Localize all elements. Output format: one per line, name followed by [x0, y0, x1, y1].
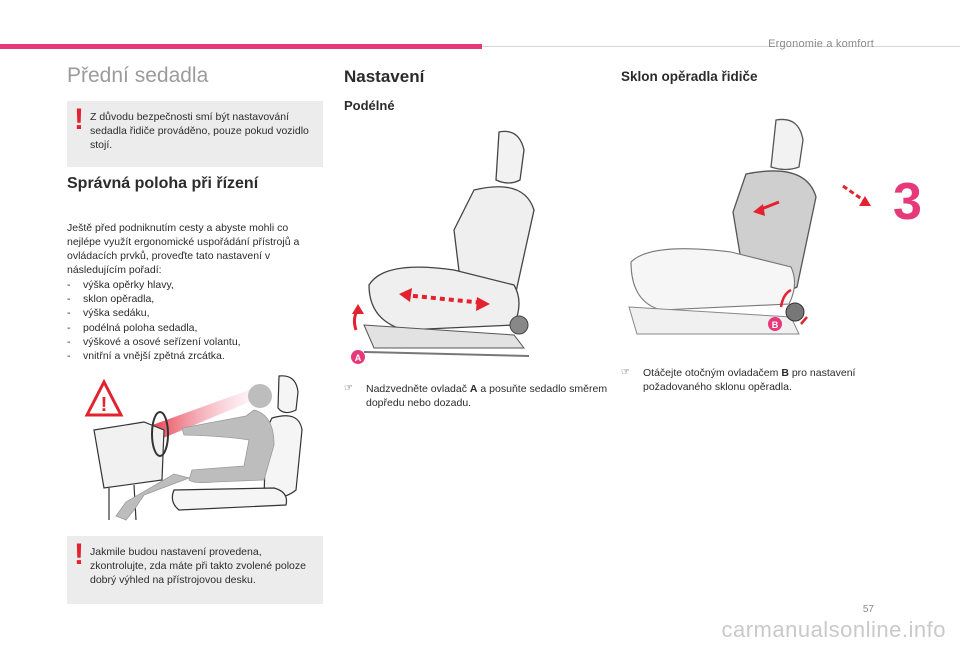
list-item: -výška opěrky hlavy,: [67, 279, 174, 291]
warning-icon: !: [74, 538, 84, 571]
page-title: Přední sedadla: [67, 64, 209, 87]
chapter-title: Ergonomie a komfort: [768, 38, 874, 50]
control-b-marker: [768, 317, 782, 331]
adjustment-order-list: -výška opěrky hlavy, -sklon opěradla, -v…: [67, 278, 322, 363]
warning-triangle-icon: [84, 378, 124, 417]
section-title-driving-position: Správná poloha při řízení: [67, 175, 259, 192]
section-title-adjustments: Nastavení: [344, 67, 425, 86]
list-item: -výška sedáku,: [67, 307, 150, 320]
pointer-icon: ☞: [621, 367, 630, 378]
seat-backrest-illustration: B: [628, 118, 871, 335]
warning-icon: !: [74, 103, 84, 136]
control-a-label: A: [355, 353, 362, 363]
backrest-instruction: ☞Otáčejte otočným ovladačem B pro nastav…: [621, 367, 856, 393]
longitudinal-instruction: ☞Nadzvedněte ovladač A a posuňte sedadlo…: [344, 383, 608, 409]
safety-warning-text: Z důvodu bezpečnosti smí být nastavování…: [90, 111, 309, 151]
header-accent-bar: [0, 44, 482, 49]
section-title-backrest-tilt: Sklon opěradla řidiče: [621, 69, 758, 84]
header-rule: [482, 46, 960, 47]
visibility-warning-text: Jakmile budou nastavení provedena, zkont…: [90, 546, 306, 586]
control-b-label: B: [772, 320, 779, 330]
subtitle-longitudinal: Podélné: [344, 98, 395, 113]
intro-paragraph: Ještě před podniknutím cesty a abyste mo…: [67, 222, 300, 276]
list-item: -podélná poloha sedadla,: [67, 321, 198, 334]
driving-position-illustration: !: [84, 375, 303, 521]
svg-text:!: !: [101, 394, 108, 416]
safety-warning-box: ! Z důvodu bezpečnosti smí být nastavová…: [67, 101, 323, 167]
page-number: 57: [862, 604, 874, 615]
list-item: -výškové a osové seřízení volantu,: [67, 335, 241, 348]
list-item: -sklon opěradla,: [67, 293, 155, 306]
seat-longitudinal-illustration: A: [351, 130, 535, 364]
visibility-warning-box: ! Jakmile budou nastavení provedena, zko…: [67, 536, 323, 604]
watermark: carmanualsonline.info: [721, 617, 946, 642]
pointer-icon: ☞: [344, 383, 353, 394]
list-item: -vnitřní a vnější zpětná zrcátka.: [67, 350, 225, 363]
chapter-number: 3: [893, 173, 922, 231]
control-a-marker: [351, 350, 365, 364]
